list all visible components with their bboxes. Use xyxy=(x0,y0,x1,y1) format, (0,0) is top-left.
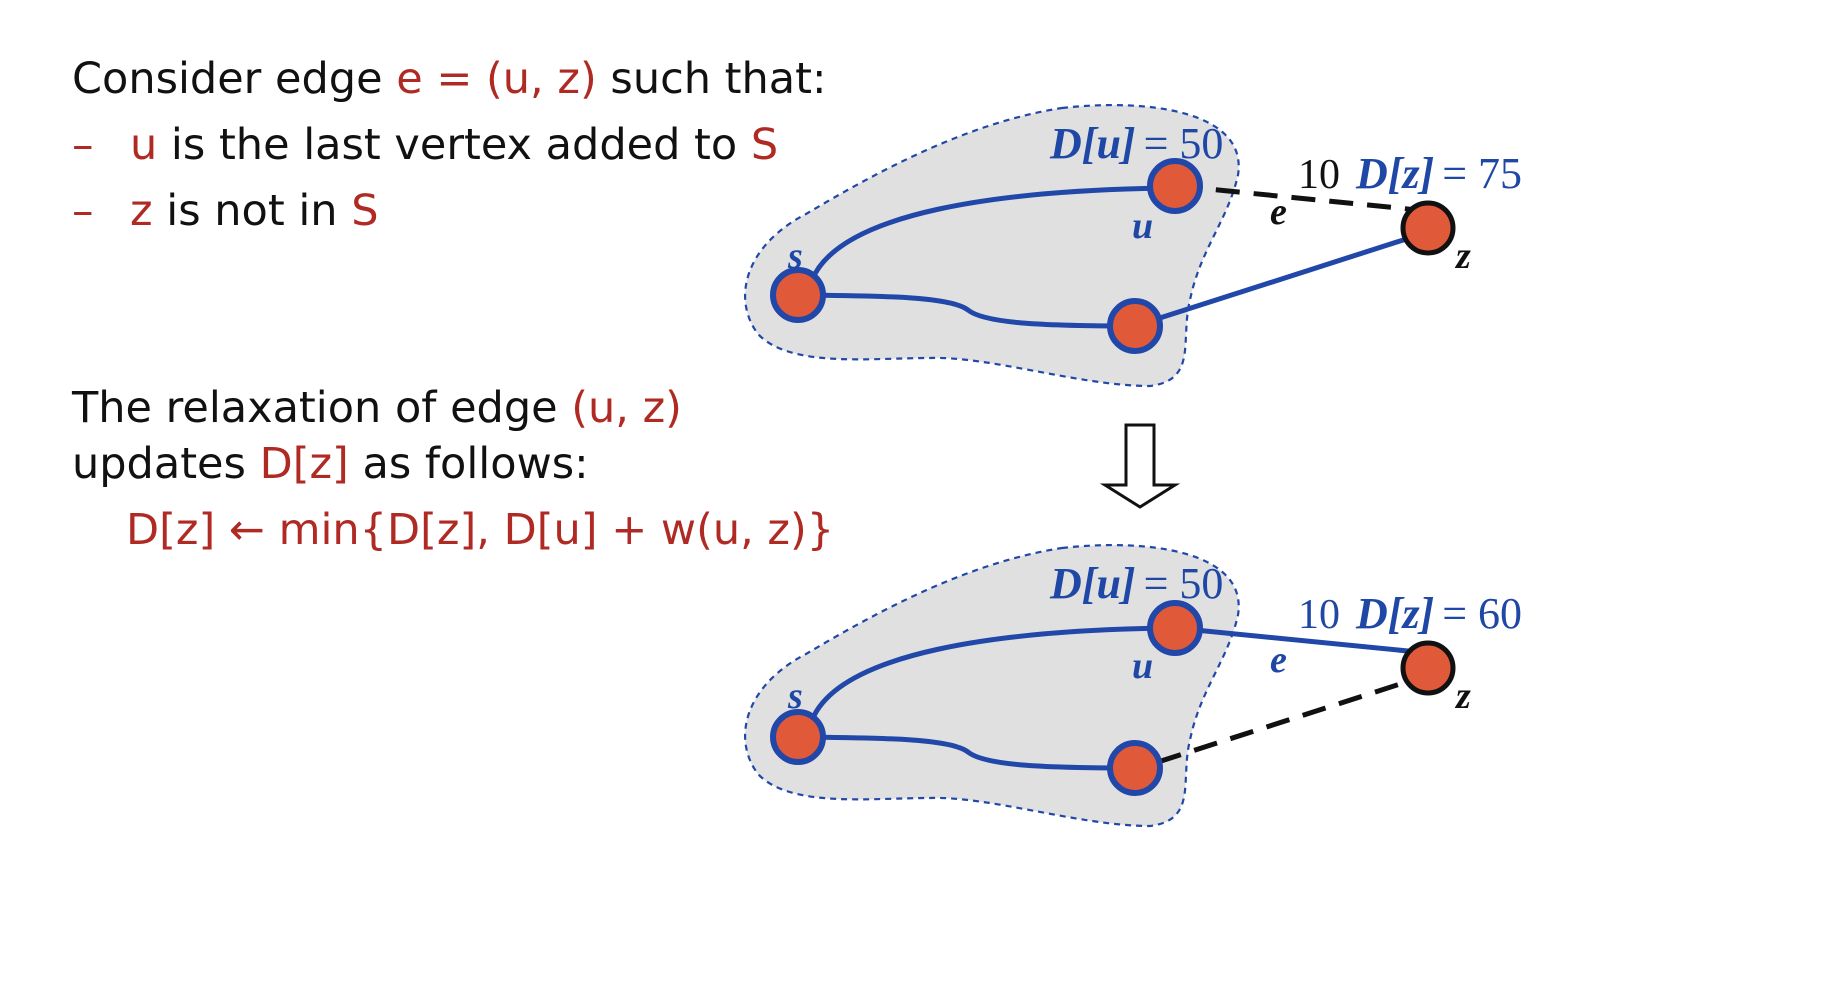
bullet-1-text: is the last vertex added to xyxy=(157,120,751,170)
top-dz-label: D[z]= 75 xyxy=(1355,149,1522,198)
top-edge-w-z xyxy=(1134,229,1429,329)
bullet-1-set: S xyxy=(750,120,779,170)
bullet-marker-1: – xyxy=(72,120,94,170)
bullet-1-var: u xyxy=(130,120,158,170)
relaxation-line-1: The relaxation of edge (u, z) xyxy=(72,387,682,430)
relaxation-var: D[z] xyxy=(259,439,349,489)
top-edge-weight: 10 xyxy=(1298,152,1340,198)
relaxation-updates: updates xyxy=(72,439,260,489)
bottom-node-w xyxy=(1107,740,1163,796)
condition-heading: Consider edge e = (u, z) such that: xyxy=(72,58,826,101)
top-node-w xyxy=(1107,298,1163,354)
relaxation-line-2: updates D[z] as follows: xyxy=(72,443,589,486)
top-du-label: D[u]= 50 xyxy=(1049,119,1223,168)
bottom-dz-label: D[z]= 60 xyxy=(1355,589,1522,638)
bottom-edge-weight: 10 xyxy=(1298,592,1340,638)
bottom-edge-e-solid xyxy=(1174,625,1429,656)
top-label-u: u xyxy=(1132,205,1153,247)
top-edge-s-w xyxy=(797,292,1136,329)
bottom-node-z xyxy=(1400,640,1456,696)
edge-definition: e = (u, z) xyxy=(396,54,597,104)
top-node-s xyxy=(770,267,826,323)
bullet-2-set: S xyxy=(351,186,379,236)
top-node-u xyxy=(1147,158,1203,214)
relaxation-suffix: as follows: xyxy=(348,439,589,489)
bottom-edge-s-w xyxy=(797,734,1136,771)
top-label-s: s xyxy=(787,235,803,277)
heading-prefix: Consider edge xyxy=(72,54,397,104)
bottom-edge-s-u xyxy=(809,625,1173,721)
bullet-item-2: z is not in S xyxy=(130,190,379,233)
top-edge-label: e xyxy=(1270,191,1287,233)
bullet-2-var: z xyxy=(130,186,153,236)
bottom-label-z: z xyxy=(1454,675,1471,717)
relaxation-edge: (u, z) xyxy=(571,383,682,433)
relaxation-prefix: The relaxation of edge xyxy=(72,383,572,433)
top-edge-e-dashed xyxy=(1177,183,1429,214)
bottom-du-label: D[u]= 50 xyxy=(1049,559,1223,608)
bullet-marker-2: – xyxy=(72,186,94,236)
down-arrow xyxy=(1099,423,1181,509)
bottom-label-u: u xyxy=(1132,645,1153,687)
heading-suffix: such that: xyxy=(596,54,827,104)
bullet-item-1: u is the last vertex added to S xyxy=(130,124,778,167)
bottom-node-u xyxy=(1147,600,1203,656)
top-diagram: D[u]= 50 D[z]= 75 10 e s u z xyxy=(744,103,1522,388)
top-node-z xyxy=(1400,200,1456,256)
bottom-edge-w-z-dashed xyxy=(1157,672,1429,765)
bottom-edge-label: e xyxy=(1270,639,1287,681)
bottom-label-s: s xyxy=(787,675,803,717)
top-label-z: z xyxy=(1454,235,1471,277)
bottom-diagram: D[u]= 50 D[z]= 60 10 e s u z xyxy=(744,543,1522,828)
relaxation-formula: D[z] ← min{D[z], D[u] + w(u, z)} xyxy=(126,505,835,555)
bullet-2-text: is not in xyxy=(152,186,352,236)
bottom-node-s xyxy=(770,709,826,765)
top-edge-s-u xyxy=(809,185,1173,281)
